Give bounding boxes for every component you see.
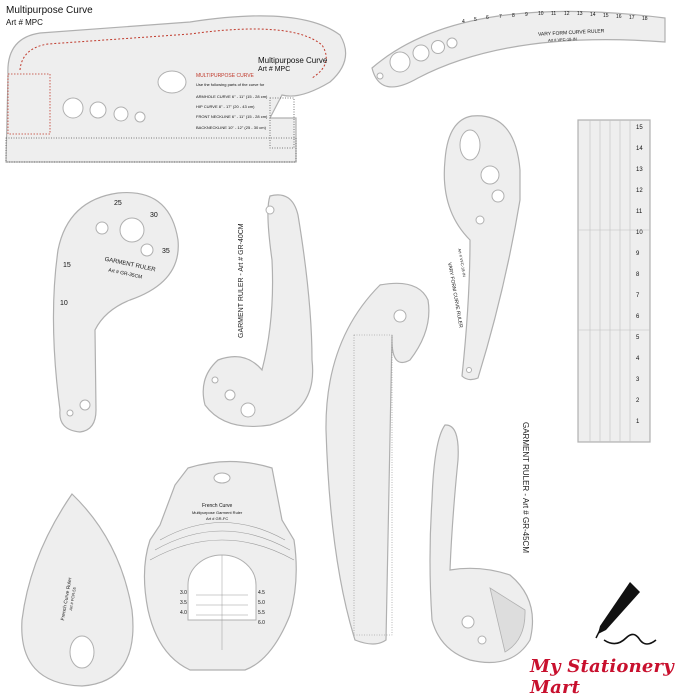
french-curve-scale-value: 4.5 <box>258 590 265 596</box>
grid-ruler-tick: 2 <box>636 398 640 404</box>
grid-ruler-tick: 15 <box>636 125 643 131</box>
vary-form-tick: 17 <box>629 15 635 21</box>
vary-form-tick: 11 <box>551 11 557 17</box>
multipurpose-panel-line: BACKNECKLINE 10" - 12" (25 - 30 cm) <box>196 125 266 130</box>
gr35-tick: 30 <box>150 212 158 219</box>
french-curve-scale-value: 5.5 <box>258 610 265 616</box>
french-curve-art: Art # GR-FC <box>206 516 229 521</box>
vary-form-tick: 18 <box>642 16 648 22</box>
gr45-ruler-label: GARMENT RULER - Art # GR-45CM <box>521 422 530 553</box>
garment-ruler-45cm <box>429 424 534 664</box>
french-curve-shield-ruler <box>143 460 297 671</box>
multipurpose-panel-line: ARMHOLE CURVE 6" - 11" (15 - 28 cm) <box>196 94 268 99</box>
grid-ruler-tick: 14 <box>636 146 643 152</box>
multipurpose-panel-line: Use the following parts of the curve for <box>196 82 265 87</box>
french-curve-scale-value: 4.0 <box>180 610 187 616</box>
small-french-curve-ruler <box>21 493 134 687</box>
grid-ruler-tick: 5 <box>636 335 640 341</box>
vary-form-tick: 13 <box>577 11 583 17</box>
straight-grid-ruler <box>577 119 651 443</box>
garment-ruler-40cm <box>202 194 314 428</box>
multipurpose-center-title: Multipurpose Curve <box>258 56 328 65</box>
vary-form-tick: 9 <box>525 12 528 18</box>
vary-form-tick: 10 <box>538 11 544 17</box>
vary-form-tick: 14 <box>590 12 596 18</box>
multipurpose-center-art: Art # MPC <box>258 66 291 73</box>
vary-form-tick: 6 <box>486 15 489 21</box>
vary-form-tick: 16 <box>616 14 622 20</box>
vary-form-tick: 5 <box>474 17 477 23</box>
grid-ruler-tick: 3 <box>636 377 640 383</box>
french-curve-scale-value: 5.0 <box>258 600 265 606</box>
gr35-tick: 35 <box>162 248 170 255</box>
grid-ruler-tick: 10 <box>636 230 643 236</box>
vary-form-tick: 12 <box>564 11 570 17</box>
gr35-tick: 10 <box>60 300 68 307</box>
vary-form-vertical-ruler <box>443 115 521 381</box>
vary-form-tick: 4 <box>462 19 465 25</box>
multipurpose-panel-line: FRONT NECKLINE 6" - 11" (15 - 28 cm) <box>196 114 268 119</box>
grid-ruler-tick: 12 <box>636 188 643 194</box>
vary-form-tick: 15 <box>603 13 609 19</box>
french-curve-subtitle: Multipurpose Garment Ruler <box>192 510 243 515</box>
vary-form-curve-ruler <box>371 10 666 88</box>
hip-curve-grid-ruler <box>325 282 430 645</box>
gr40-ruler-label: GARMENT RULER - Art # GR-40CM <box>238 223 245 338</box>
multipurpose-panel-title: MULTIPURPOSE CURVE <box>196 73 254 79</box>
multipurpose-panel-line: HIP CURVE 8" - 17" (20 - 43 cm) <box>196 104 255 109</box>
brand-name: My Stationery Mart <box>530 656 674 698</box>
grid-ruler-tick: 11 <box>636 209 643 215</box>
vary-form-tick: 8 <box>512 13 515 19</box>
grid-ruler-tick: 8 <box>636 272 640 278</box>
gr35-tick: 25 <box>114 200 122 207</box>
gr35-tick: 15 <box>63 262 71 269</box>
multipurpose-curve-ruler <box>5 15 347 163</box>
grid-ruler-tick: 4 <box>636 356 640 362</box>
fountain-pen-icon <box>595 582 657 645</box>
grid-ruler-tick: 6 <box>636 314 640 320</box>
french-curve-scale-value: 3.0 <box>180 590 187 596</box>
vary-form-tick: 7 <box>499 14 502 20</box>
grid-ruler-tick: 1 <box>636 419 640 425</box>
grid-ruler-tick: 13 <box>636 167 643 173</box>
multipurpose-art-number: Art # MPC <box>6 18 43 27</box>
grid-ruler-tick: 7 <box>636 293 640 299</box>
grid-ruler-tick: 9 <box>636 251 640 257</box>
garment-ruler-35cm <box>52 191 179 433</box>
multipurpose-title: Multipurpose Curve <box>6 5 93 16</box>
french-curve-scale-value: 6.0 <box>258 620 265 626</box>
french-curve-scale-value: 3.5 <box>180 600 187 606</box>
french-curve-title: French Curve <box>202 503 233 509</box>
